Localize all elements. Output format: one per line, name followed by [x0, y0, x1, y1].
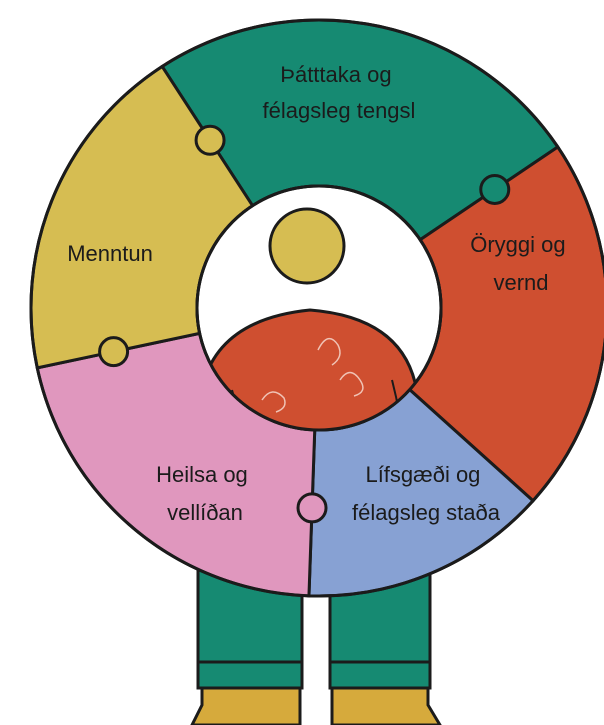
puzzle-knob [98, 336, 130, 368]
right-boot [330, 686, 442, 725]
person-body [198, 308, 420, 430]
label-education: Menntun [67, 241, 153, 266]
puzzle-knob [194, 124, 226, 156]
person-head [268, 207, 346, 285]
label-health: Heilsa og vellíðan [156, 462, 254, 525]
segment-labels: Þátttaka og félagsleg tengsl Öryggi og v… [67, 62, 572, 525]
outer-ring [29, 18, 604, 598]
label-quality: Lífsgæði og félagsleg staða [352, 462, 501, 525]
puzzle-knob [479, 173, 511, 205]
label-safety: Öryggi og vernd [470, 232, 572, 295]
left-boot [190, 686, 302, 725]
label-participation: Þátttaka og félagsleg tengsl [263, 62, 416, 123]
puzzle-knob [296, 492, 328, 524]
